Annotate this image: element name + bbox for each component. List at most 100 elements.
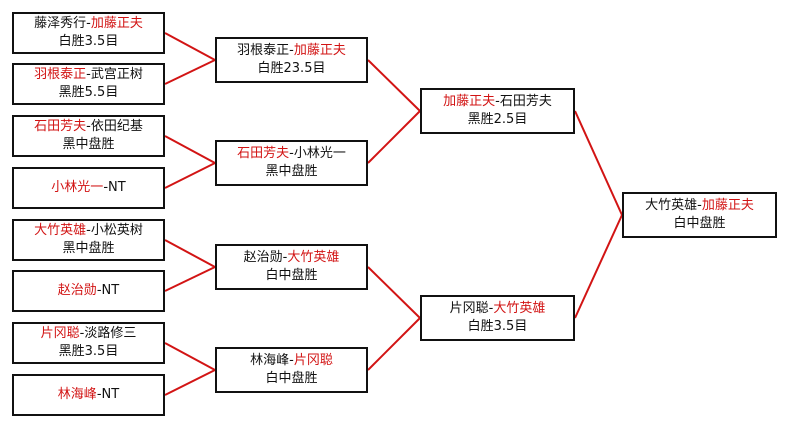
- player-2: 加藤正夫: [701, 198, 754, 213]
- player-separator: -: [86, 67, 91, 82]
- match-result: 白胜23.5目: [257, 61, 326, 76]
- player-separator: -: [79, 326, 85, 341]
- connector-line-10: [367, 110, 421, 164]
- match-r2-3: 赵治勋-大竹英雄 白中盘胜: [215, 244, 368, 290]
- player-2: 石田芳夫: [499, 94, 552, 109]
- player-1: 赵治勋: [243, 250, 283, 265]
- connector-line-13: [574, 110, 623, 216]
- player-1: 林海峰: [250, 353, 290, 368]
- match-r1-1: 藤泽秀行-加藤正夫 白胜3.5目: [12, 12, 165, 54]
- player-1: 赵治勋: [57, 283, 97, 298]
- match-result: 白中盘胜: [673, 216, 726, 231]
- player-separator: -: [697, 198, 702, 213]
- player-separator: -: [86, 119, 91, 134]
- match-result: 黑胜2.5目: [467, 112, 528, 127]
- player-separator: -: [495, 94, 500, 109]
- player-2: 小松英树: [90, 223, 143, 238]
- player-1: 石田芳夫: [34, 119, 87, 134]
- player-1: 林海峰: [57, 387, 97, 402]
- match-r1-7: 片冈聪-淡路修三 黑胜3.5目: [12, 322, 165, 364]
- match-players: 林海峰-片冈聪: [217, 352, 366, 370]
- player-2: 大竹英雄: [493, 301, 546, 316]
- match-result: 白胜3.5目: [467, 319, 528, 334]
- match-players: 片冈聪-大竹英雄: [422, 300, 573, 318]
- player-separator: -: [86, 16, 91, 31]
- match-r2-2: 石田芳夫-小林光一 黑中盘胜: [215, 140, 368, 186]
- player-2: NT: [101, 283, 120, 298]
- player-separator: -: [96, 387, 102, 402]
- player-separator: -: [289, 43, 294, 58]
- match-r1-3: 石田芳夫-依田纪基 黑中盘胜: [12, 115, 165, 157]
- match-r1-5: 大竹英雄-小松英树 黑中盘胜: [12, 219, 165, 261]
- connector-line-4: [164, 162, 216, 189]
- match-result: 黑胜3.5目: [58, 344, 119, 359]
- connector-line-2: [164, 59, 216, 85]
- player-2: 淡路修三: [84, 326, 137, 341]
- player-2: 加藤正夫: [90, 16, 143, 31]
- player-1: 片冈聪: [40, 326, 80, 341]
- match-players: 赵治勋-大竹英雄: [217, 249, 366, 267]
- match-r1-8: 林海峰-NT: [12, 374, 165, 416]
- player-1: 羽根泰正: [237, 43, 290, 58]
- match-players: 小林光一-NT: [14, 179, 163, 197]
- player-2: 依田纪基: [90, 119, 143, 134]
- match-result: 黑中盘胜: [62, 137, 115, 152]
- match-players: 大竹英雄-小松英树: [14, 222, 163, 240]
- player-2: 片冈聪: [293, 353, 333, 368]
- player-2: 武宫正树: [90, 67, 143, 82]
- match-players: 林海峰-NT: [14, 386, 163, 404]
- player-separator: -: [488, 301, 494, 316]
- match-r2-4: 林海峰-片冈聪 白中盘胜: [215, 347, 368, 393]
- match-players: 藤泽秀行-加藤正夫: [14, 15, 163, 33]
- match-players: 加藤正夫-石田芳夫: [422, 93, 573, 111]
- connector-line-7: [164, 342, 216, 371]
- connector-line-3: [164, 135, 216, 164]
- connector-line-12: [367, 317, 421, 371]
- match-r1-2: 羽根泰正-武宫正树 黑胜5.5目: [12, 63, 165, 105]
- player-1: 片冈聪: [449, 301, 489, 316]
- player-1: 石田芳夫: [237, 146, 290, 161]
- match-players: 羽根泰正-武宫正树: [14, 66, 163, 84]
- match-players: 石田芳夫-小林光一: [217, 145, 366, 163]
- match-players: 赵治勋-NT: [14, 282, 163, 300]
- connector-line-9: [367, 59, 421, 112]
- player-2: 小林光一: [293, 146, 346, 161]
- match-r1-6: 赵治勋-NT: [12, 270, 165, 312]
- player-1: 大竹英雄: [645, 198, 698, 213]
- player-2: 加藤正夫: [293, 43, 346, 58]
- connector-line-11: [367, 266, 421, 319]
- match-players: 大竹英雄-加藤正夫: [624, 197, 775, 215]
- connector-line-14: [574, 214, 623, 319]
- player-separator: -: [103, 180, 109, 195]
- match-r3-1: 加藤正夫-石田芳夫 黑胜2.5目: [420, 88, 575, 134]
- player-separator: -: [282, 250, 288, 265]
- connector-line-8: [164, 369, 216, 396]
- match-result: 黑胜5.5目: [58, 85, 119, 100]
- match-r3-2: 片冈聪-大竹英雄 白胜3.5目: [420, 295, 575, 341]
- match-players: 羽根泰正-加藤正夫: [217, 42, 366, 60]
- match-result: 黑中盘胜: [62, 241, 115, 256]
- player-2: NT: [108, 180, 126, 195]
- connector-line-1: [164, 32, 216, 61]
- player-separator: -: [96, 283, 102, 298]
- match-result: 白中盘胜: [265, 371, 318, 386]
- player-2: NT: [101, 387, 120, 402]
- player-1: 小林光一: [51, 180, 104, 195]
- match-r2-1: 羽根泰正-加藤正夫 白胜23.5目: [215, 37, 368, 83]
- match-result: 黑中盘胜: [265, 164, 318, 179]
- match-players: 片冈聪-淡路修三: [14, 325, 163, 343]
- player-1: 羽根泰正: [34, 67, 87, 82]
- match-r1-4: 小林光一-NT: [12, 167, 165, 209]
- player-1: 大竹英雄: [34, 223, 87, 238]
- player-separator: -: [86, 223, 91, 238]
- player-separator: -: [289, 353, 294, 368]
- match-result: 白中盘胜: [265, 268, 318, 283]
- player-1: 藤泽秀行: [34, 16, 87, 31]
- player-1: 加藤正夫: [443, 94, 496, 109]
- connector-line-5: [164, 239, 216, 268]
- player-separator: -: [289, 146, 294, 161]
- match-result: 白胜3.5目: [58, 34, 119, 49]
- connector-line-6: [164, 266, 216, 292]
